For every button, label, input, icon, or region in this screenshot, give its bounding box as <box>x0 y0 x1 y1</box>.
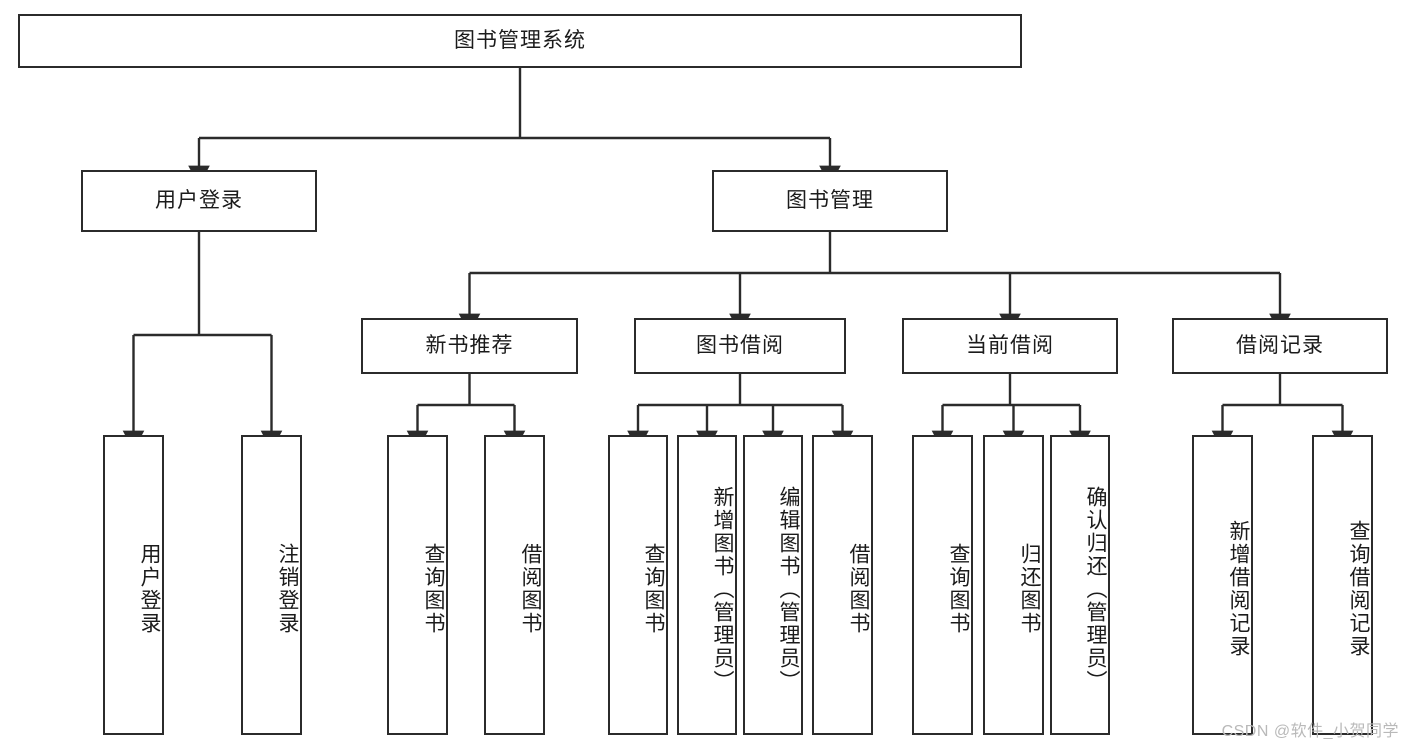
node-user-login[interactable]: 用户登录 <box>81 170 317 232</box>
node-book-borrow[interactable]: 图书借阅 <box>634 318 846 374</box>
node-leaf-borrow-book-1[interactable]: 借阅图书 <box>484 435 545 735</box>
node-leaf-confirm-ret[interactable]: 确认归还（管理员） <box>1050 435 1110 735</box>
node-leaf-user-logout[interactable]: 注销登录 <box>241 435 302 735</box>
node-leaf-add-book[interactable]: 新增图书（管理员） <box>677 435 737 735</box>
node-borrow-record[interactable]: 借阅记录 <box>1172 318 1388 374</box>
node-leaf-return-book[interactable]: 归还图书 <box>983 435 1044 735</box>
node-current-borrow[interactable]: 当前借阅 <box>902 318 1118 374</box>
node-leaf-query-book-1[interactable]: 查询图书 <box>387 435 448 735</box>
edge-group <box>122 68 1354 451</box>
node-leaf-edit-book[interactable]: 编辑图书（管理员） <box>743 435 803 735</box>
node-book-mgmt[interactable]: 图书管理 <box>712 170 948 232</box>
node-leaf-query-record[interactable]: 查询借阅记录 <box>1312 435 1373 735</box>
node-leaf-query-book-2[interactable]: 查询图书 <box>608 435 668 735</box>
node-new-book-rec[interactable]: 新书推荐 <box>361 318 578 374</box>
watermark-label: CSDN @软件_小贺同学 <box>1221 723 1399 740</box>
node-leaf-query-book-3[interactable]: 查询图书 <box>912 435 973 735</box>
node-root[interactable]: 图书管理系统 <box>18 14 1022 68</box>
node-leaf-borrow-book-2[interactable]: 借阅图书 <box>812 435 873 735</box>
node-leaf-add-record[interactable]: 新增借阅记录 <box>1192 435 1253 735</box>
node-leaf-user-login[interactable]: 用户登录 <box>103 435 164 735</box>
